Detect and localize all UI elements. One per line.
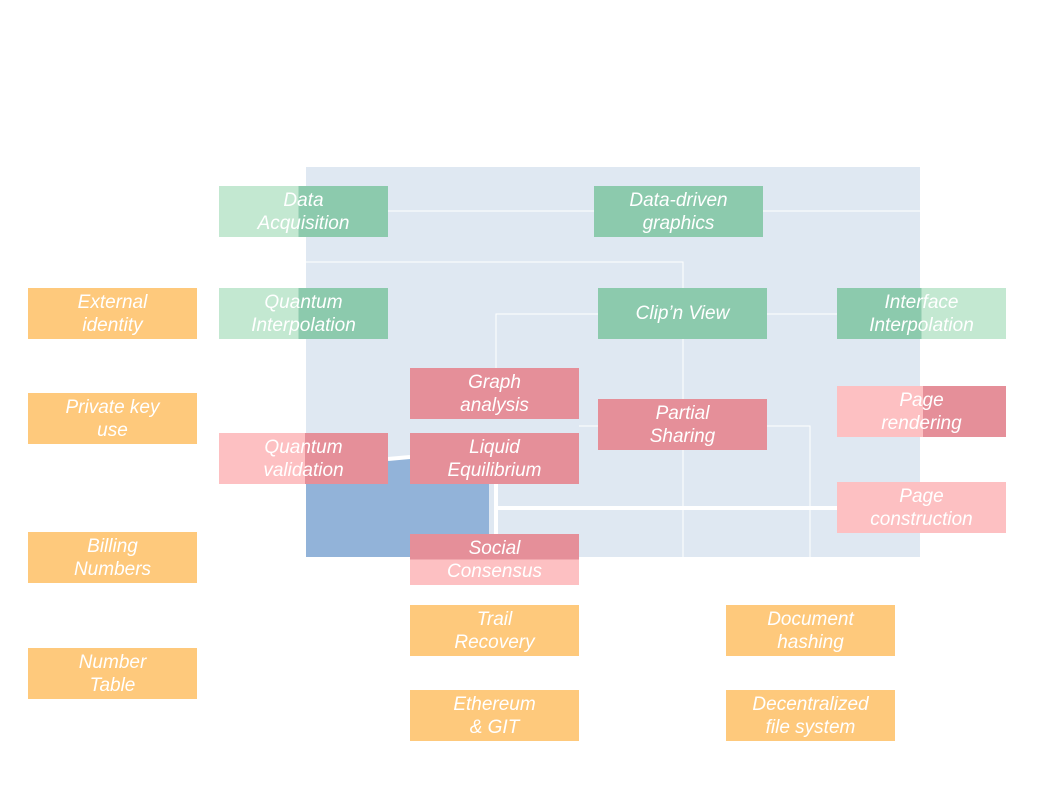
box-data-acquisition: Data Acquisition	[219, 186, 388, 237]
box-page-rendering: Page rendering	[837, 386, 1006, 437]
box-private-key-use: Private key use	[28, 393, 197, 444]
box-partial-sharing: Partial Sharing	[598, 399, 767, 450]
box-clip-n-view: Clip’n View	[598, 288, 767, 339]
box-social-consensus: Social Consensus	[410, 534, 579, 585]
box-decentralized-file-system: Decentralized file system	[726, 690, 895, 741]
box-liquid-equilibrium: Liquid Equilibrium	[410, 433, 579, 484]
box-quantum-validation: Quantum validation	[219, 433, 388, 484]
box-document-hashing: Document hashing	[726, 605, 895, 656]
connector-line-thick	[387, 455, 411, 461]
box-ethereum-git: Ethereum & GIT	[410, 690, 579, 741]
box-graph-analysis: Graph analysis	[410, 368, 579, 419]
box-interface-interpolation: Interface Interpolation	[837, 288, 1006, 339]
box-data-driven-graphics: Data-driven graphics	[594, 186, 763, 237]
connector-line	[306, 261, 684, 289]
box-billing-numbers: Billing Numbers	[28, 532, 197, 583]
box-number-table: Number Table	[28, 648, 197, 699]
connector-line	[495, 313, 598, 368]
box-quantum-interpolation: Quantum Interpolation	[219, 288, 388, 339]
box-page-construction: Page construction	[837, 482, 1006, 533]
box-trail-recovery: Trail Recovery	[410, 605, 579, 656]
box-external-identity: External identity	[28, 288, 197, 339]
connector-line	[767, 425, 811, 557]
